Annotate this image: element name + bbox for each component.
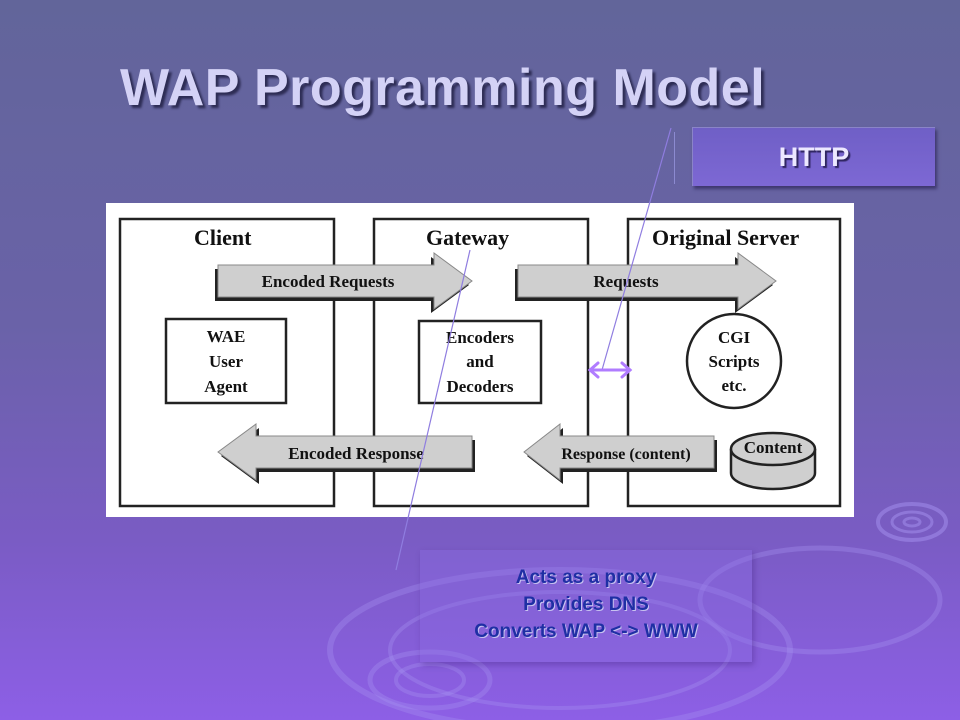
wae-line-1: WAE [207, 327, 246, 346]
proxy-pointer-line [395, 249, 471, 571]
wae-user-agent-box: WAE User Agent [164, 317, 288, 405]
content-label: Content [744, 438, 803, 457]
gateway-notes-box: Acts as a proxy Provides DNS Converts WA… [420, 550, 752, 662]
response-content-label: Response (content) [561, 446, 690, 463]
column-header-client: Client [194, 225, 252, 250]
encoded-requests-label: Encoded Requests [262, 272, 395, 291]
column-header-gateway: Gateway [426, 225, 509, 250]
wae-line-2: User [209, 352, 243, 371]
wap-diagram-svg: Client Gateway Original Server Encoded R… [118, 217, 842, 508]
response-content-arrow: Response (content) [523, 422, 717, 484]
gateway-note-convert: Converts WAP <-> WWW [474, 621, 698, 642]
gateway-note-dns: Provides DNS [523, 594, 649, 615]
requests-label: Requests [593, 272, 659, 291]
http-label: HTTP [778, 141, 850, 172]
http-label-divider [674, 132, 675, 184]
encoders-decoders-box: Encoders and Decoders [417, 319, 543, 405]
requests-arrow: Requests [515, 252, 777, 313]
encoders-line-3: Decoders [446, 377, 513, 396]
encoded-requests-arrow: Encoded Requests [215, 252, 473, 313]
wap-diagram: Client Gateway Original Server Encoded R… [106, 203, 854, 517]
http-pointer-line [601, 127, 672, 371]
cgi-line-2: Scripts [709, 352, 760, 371]
cgi-scripts-circle: CGI Scripts etc. [685, 312, 783, 410]
page-title: WAP Programming Model [120, 59, 766, 117]
encoded-response-label: Encoded Response [288, 444, 424, 463]
decorative-swirls [327, 502, 948, 720]
encoders-line-2: and [466, 352, 494, 371]
http-double-arrow-icon [587, 361, 633, 379]
http-label-box: HTTP [692, 127, 935, 186]
encoders-line-1: Encoders [446, 328, 514, 347]
column-header-server: Original Server [652, 225, 799, 250]
cgi-line-1: CGI [718, 328, 751, 347]
gateway-note-proxy: Acts as a proxy [515, 567, 657, 588]
content-cylinder: Content [729, 431, 817, 491]
wae-line-3: Agent [204, 377, 248, 396]
encoded-response-arrow: Encoded Response [217, 423, 475, 484]
cgi-line-3: etc. [721, 376, 746, 395]
